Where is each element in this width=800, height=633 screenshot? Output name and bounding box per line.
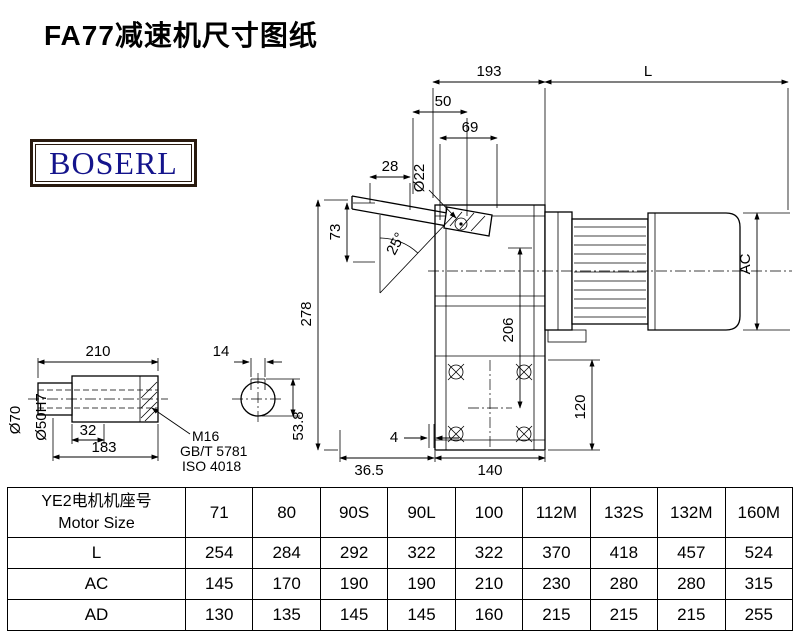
cell: 190 xyxy=(319,568,389,600)
table-header-row: YE2电机机座号 Motor Size 71 80 90S 90L 100 11… xyxy=(7,487,793,538)
cell: 255 xyxy=(724,599,793,631)
dim-278-label: 278 xyxy=(298,301,315,326)
cell: 145 xyxy=(387,599,456,631)
size-col-header: 132S xyxy=(589,487,659,538)
cell: 457 xyxy=(657,537,726,569)
dim-bore-dia-label: Ø50H7 xyxy=(33,393,50,441)
cell: 130 xyxy=(184,599,254,631)
dim-69-label: 69 xyxy=(462,119,479,136)
dim-210-label: 210 xyxy=(85,343,110,360)
cell: 145 xyxy=(184,568,254,600)
size-col-header: 71 xyxy=(184,487,254,538)
boserl-logo-frame: BOSERL xyxy=(35,144,192,182)
size-col-header: 90S xyxy=(319,487,389,538)
size-col-header: 80 xyxy=(252,487,321,538)
logo-text: BOSERL xyxy=(49,145,178,181)
size-col-header: 132M xyxy=(657,487,726,538)
cell: 215 xyxy=(657,599,726,631)
dim-50-label: 50 xyxy=(435,93,452,110)
cell: 370 xyxy=(522,537,591,569)
shaft-section-view xyxy=(232,373,284,425)
table-header-en: Motor Size xyxy=(58,514,135,532)
cell: 322 xyxy=(387,537,456,569)
cell: 254 xyxy=(184,537,254,569)
shaft-detail-dimensions: 210 14 Ø70 Ø50H7 32 183 M16 GB/T 5781 IS… xyxy=(7,343,307,474)
dim-28-label: 28 xyxy=(382,158,399,175)
size-col-header: 90L xyxy=(387,487,456,538)
dim-angle-label: 25° xyxy=(383,230,409,258)
dim-hole-dia-label: Ø22 xyxy=(411,164,428,192)
dim-hub-dia-label: Ø70 xyxy=(7,406,24,434)
motor-side-view xyxy=(428,211,792,343)
cell: 190 xyxy=(387,568,456,600)
input-shaft-view xyxy=(351,195,493,237)
table-row-L: L 254 284 292 322 322 370 418 457 524 xyxy=(7,537,793,569)
dim-120-label: 120 xyxy=(572,394,589,419)
cell: 284 xyxy=(252,537,321,569)
technical-drawing: 193 L 50 69 Ø22 28 73 xyxy=(7,63,792,479)
dim-53-8-label: 53.8 xyxy=(290,411,307,440)
thread-spec-label: M16 xyxy=(192,428,219,444)
cell: 418 xyxy=(589,537,659,569)
cell: 170 xyxy=(252,568,321,600)
motor-size-table: YE2电机机座号 Motor Size 71 80 90S 90L 100 11… xyxy=(7,487,793,631)
right-dimensions: AC xyxy=(737,212,790,331)
table-header-cn: YE2电机机座号 xyxy=(41,492,152,510)
dim-73-label: 73 xyxy=(327,224,344,241)
cell: 210 xyxy=(454,568,524,600)
boserl-logo: BOSERL xyxy=(30,139,197,187)
thread-standard-iso-label: ISO 4018 xyxy=(182,458,241,474)
page-title: FA77减速机尺寸图纸 xyxy=(44,20,318,51)
dim-32-label: 32 xyxy=(80,422,97,439)
cell: 145 xyxy=(319,599,389,631)
cell: 135 xyxy=(252,599,321,631)
table-header-motor-size: YE2电机机座号 Motor Size xyxy=(7,487,186,538)
row-label: AD xyxy=(7,599,186,631)
cell: 215 xyxy=(589,599,659,631)
dim-206-label: 206 xyxy=(500,317,517,342)
cell: 160 xyxy=(454,599,524,631)
table-row-AC: AC 145 170 190 190 210 230 280 280 315 xyxy=(7,568,793,600)
row-label: L xyxy=(7,537,186,569)
size-col-header: 100 xyxy=(454,487,524,538)
dim-L-label: L xyxy=(644,63,652,80)
dim-14-label: 14 xyxy=(213,343,230,360)
cell: 280 xyxy=(589,568,659,600)
cell: 292 xyxy=(319,537,389,569)
size-col-header: 112M xyxy=(522,487,591,538)
row-label: AC xyxy=(7,568,186,600)
left-dimensions: 73 25° 278 206 xyxy=(298,199,532,451)
cell: 322 xyxy=(454,537,524,569)
bottom-dimensions: 120 4 36.5 140 xyxy=(339,359,600,479)
top-dimensions: 193 L 50 69 Ø22 28 xyxy=(369,63,789,220)
output-shaft-detail xyxy=(28,375,168,423)
dim-AC-label: AC xyxy=(737,253,754,274)
table-row-AD: AD 130 135 145 145 160 215 215 215 255 xyxy=(7,599,793,631)
cell: 524 xyxy=(724,537,793,569)
hole-center-dot xyxy=(459,222,463,226)
size-col-header: 160M xyxy=(724,487,793,538)
cell: 315 xyxy=(724,568,793,600)
cell: 215 xyxy=(522,599,591,631)
dim-4-label: 4 xyxy=(390,429,398,446)
cell: 230 xyxy=(522,568,591,600)
cell: 280 xyxy=(657,568,726,600)
dim-193-label: 193 xyxy=(476,63,501,80)
gearbox-front-view xyxy=(434,204,546,451)
dim-183-label: 183 xyxy=(91,439,116,456)
dim-36-5-label: 36.5 xyxy=(354,462,383,479)
thread-standard-gb-label: GB/T 5781 xyxy=(180,443,248,459)
dim-140-label: 140 xyxy=(477,462,502,479)
